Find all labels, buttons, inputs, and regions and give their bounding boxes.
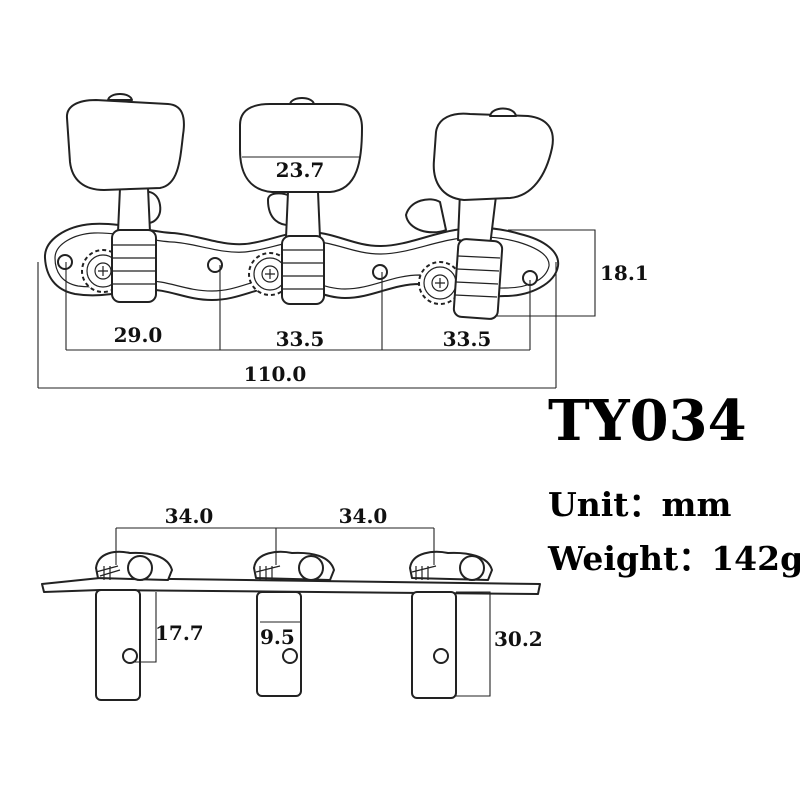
tuner-key-left [65,93,185,303]
plate-height-label: 18.1 [600,261,649,285]
worm-housing-center [253,550,335,581]
string-hole [122,648,138,664]
worm-housing-left [95,550,173,581]
roller-post [95,589,141,701]
overall-length-label: 110.0 [244,362,307,386]
post-spacing-left-label: 34.0 [165,504,214,528]
tuner-key-right [405,107,554,320]
third-spacing-label: 33.5 [443,327,492,351]
side-view-diagram: 34.0 34.0 17.7 9.5 30.2 [41,504,543,701]
second-spacing-label: 33.5 [276,327,325,351]
unit-label: Unit：mm [548,485,732,524]
mounting-hole [372,264,388,280]
worm-housing-right [409,550,493,581]
left-roller-height-label: 17.7 [155,621,204,645]
string-hole [282,648,298,664]
base-plate-inner-edge [54,232,550,292]
mounting-hole [207,257,223,273]
top-view-diagram: 23.7 18.1 29.0 33.5 33.5 110.0 [37,93,649,389]
roller-diameter-label: 9.5 [260,625,295,649]
weight-label: Weight：142g [548,539,800,578]
roller-post [256,591,302,697]
right-roller-length-label: 30.2 [494,627,543,651]
roller-post [411,591,457,699]
first-spacing-label: 29.0 [114,323,163,347]
string-hole [433,648,449,664]
model-number: TY034 [548,388,747,454]
button-width-label: 23.7 [276,158,325,182]
tuner-key-center [239,97,363,305]
mounting-hole [57,254,73,270]
post-spacing-right-label: 34.0 [339,504,388,528]
